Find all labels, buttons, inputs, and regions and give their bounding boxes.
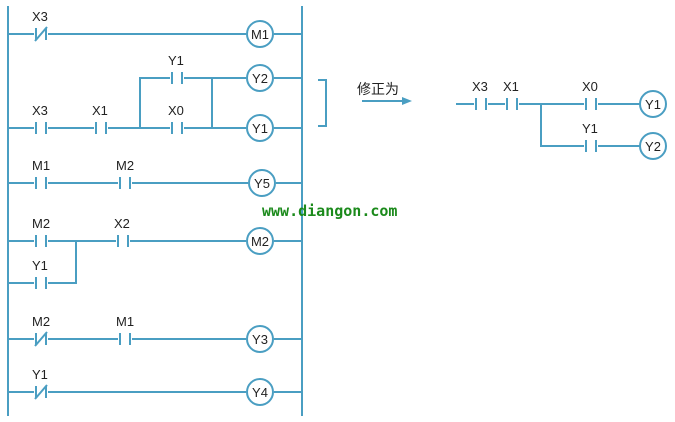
rung-6-coil-label: Y4 — [252, 385, 268, 400]
rung-2-branch-2 — [171, 122, 183, 134]
rung-5-coil-label: Y3 — [252, 332, 268, 347]
rung-4-coil: M2 — [246, 227, 274, 255]
rung-4-parallel-contact — [35, 277, 47, 289]
rung-2-branch-1 — [171, 72, 183, 84]
corrected-contact-2-label: X1 — [503, 79, 519, 94]
rung-2-coil-1: Y2 — [246, 64, 274, 92]
corrected-coil-1: Y1 — [639, 90, 667, 118]
rung-4-parallel-contact-label: Y1 — [32, 258, 48, 273]
rung-5-contact-2-label: M1 — [116, 314, 134, 329]
rung-5-contact-2 — [119, 333, 131, 345]
rung-1-contact-1-label: X3 — [32, 9, 48, 24]
rung-6-coil: Y4 — [246, 378, 274, 406]
rung-1-contact-1 — [34, 26, 48, 42]
rung-4-contact-1-label: M2 — [32, 216, 50, 231]
watermark: www.diangon.com — [262, 202, 397, 220]
corrected-contact-2 — [506, 98, 518, 110]
correction-bracket — [318, 79, 327, 127]
rung-2-coil-1-label: Y2 — [252, 71, 268, 86]
corrected-branch-1-contact-label: X0 — [582, 79, 598, 94]
rung-4-coil-label: M2 — [251, 234, 269, 249]
rung-3-coil-label: Y5 — [254, 176, 270, 191]
rung-5-contact-1-label: M2 — [32, 314, 50, 329]
corrected-coil-2-label: Y2 — [645, 139, 661, 154]
rung-4-contact-2 — [117, 235, 129, 247]
corrected-branch-2-contact-label: Y1 — [582, 121, 598, 136]
corrected-wire — [456, 103, 640, 147]
rung-6-contact-1-label: Y1 — [32, 367, 48, 382]
rung-3-coil: Y5 — [248, 169, 276, 197]
corrected-coil-1-label: Y1 — [645, 97, 661, 112]
rung-2-branch-1-label: Y1 — [168, 53, 184, 68]
rung-2-contact-2 — [95, 122, 107, 134]
rung-3-contact-1-label: M1 — [32, 158, 50, 173]
rung-3-contact-2 — [119, 177, 131, 189]
rung-5-coil: Y3 — [246, 325, 274, 353]
arrow-icon — [362, 97, 412, 105]
corrected-coil-2: Y2 — [639, 132, 667, 160]
rung-2-branch-2-label: X0 — [168, 103, 184, 118]
rung-2-coil-2-label: Y1 — [252, 121, 268, 136]
rung-2-contact-1-label: X3 — [32, 103, 48, 118]
contacts — [34, 26, 597, 400]
corrected-contact-1-label: X3 — [472, 79, 488, 94]
rung-2-contact-2-label: X1 — [92, 103, 108, 118]
rung-1-coil: M1 — [246, 20, 274, 48]
correction-caption: 修正为 — [357, 81, 399, 97]
rung-3-contact-1 — [35, 177, 47, 189]
corrected-contact-1 — [475, 98, 487, 110]
corrected-branch-1-contact — [585, 98, 597, 110]
ladder-wires — [7, 6, 640, 416]
rung-2-contact-1 — [35, 122, 47, 134]
rung-1-coil-label: M1 — [251, 27, 269, 42]
rung-3-contact-2-label: M2 — [116, 158, 134, 173]
rung-2-wire — [8, 77, 302, 129]
rung-2-coil-2: Y1 — [246, 114, 274, 142]
rung-4-contact-2-label: X2 — [114, 216, 130, 231]
rung-5-contact-1 — [34, 331, 48, 347]
rung-4-wire — [8, 240, 302, 284]
corrected-branch-2-contact — [585, 140, 597, 152]
rung-4-contact-1 — [35, 235, 47, 247]
rung-6-contact-1 — [34, 384, 48, 400]
